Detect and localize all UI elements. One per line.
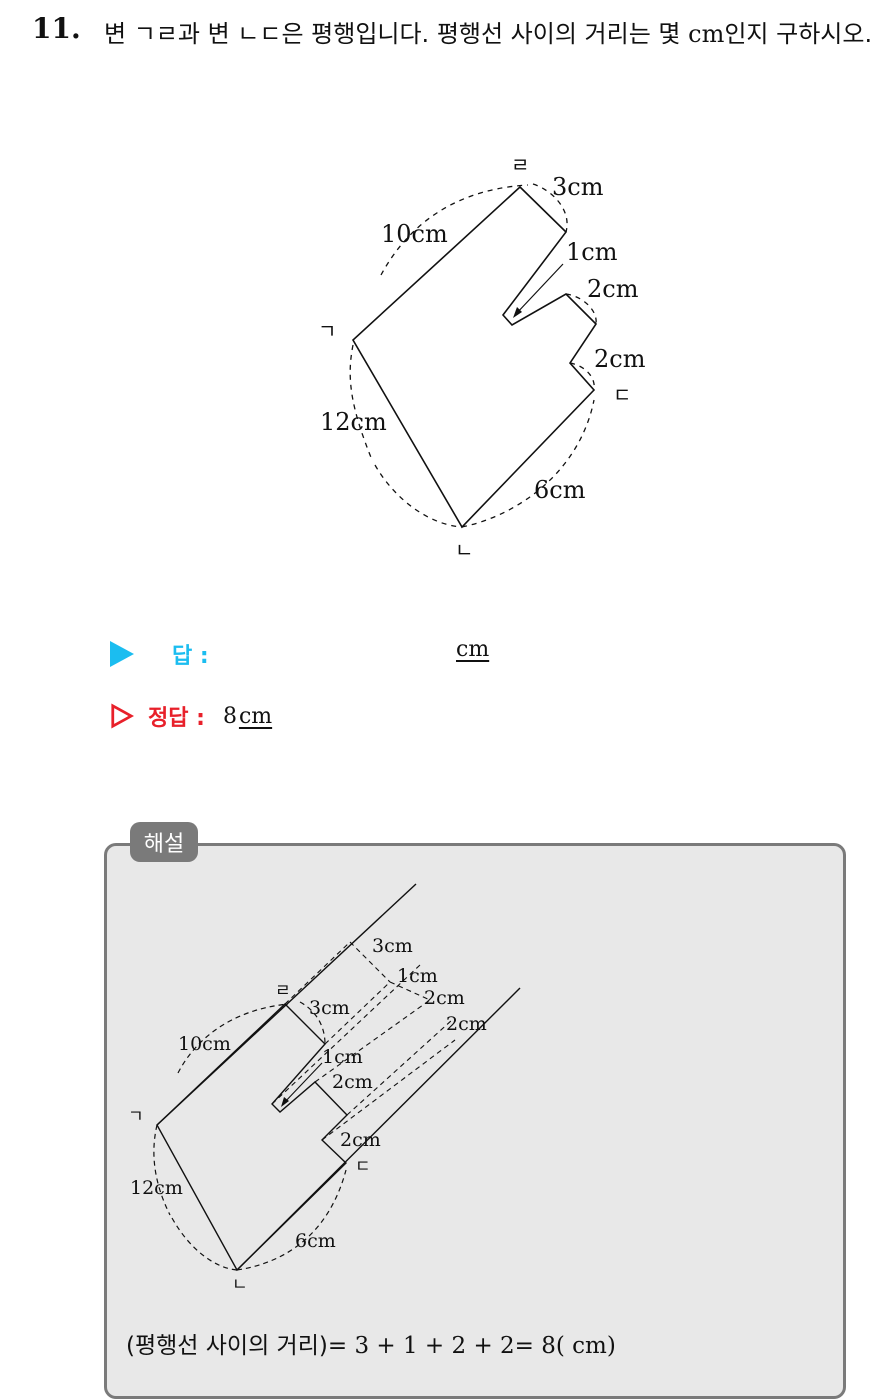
solution-equation: (평행선 사이의 거리)= 3 + 1 + 2 + 2= 8( cm): [126, 1326, 616, 1360]
measure-12cm: 12cm: [320, 408, 387, 436]
correct-value: 8cm: [223, 704, 272, 729]
arc-2cm-upper: [565, 293, 597, 325]
measure-10cm: 10cm: [381, 220, 448, 248]
solution-equation-korean: (평행선 사이의 거리): [126, 1333, 328, 1359]
arc-bottom: [374, 464, 463, 528]
arc-12cm: [349, 344, 373, 461]
arc-6cm: [461, 399, 595, 528]
label-digeut: ㄷ: [613, 383, 631, 407]
question-text-part1: 변 ㄱㄹ과 변 ㄴㄷ은 평행입니다. 평행선 사이의 거리는 몇: [104, 20, 689, 48]
main-figure: ㄹ ㄱ ㄷ ㄴ 10cm 3cm 1cm 2cm 2cm 12cm 6cm: [318, 153, 646, 562]
solution-equation-math: = 3 + 1 + 2 + 2= 8( cm): [327, 1333, 616, 1359]
correct-row: 정답 : 8cm: [110, 700, 272, 732]
label-nieun: ㄴ: [455, 538, 473, 562]
polygon-outline: [351, 185, 598, 529]
measure-2cm-upper: 2cm: [587, 275, 639, 303]
arc-10cm: [380, 184, 529, 276]
arrow-1cm: [514, 263, 564, 316]
arc-3cm: [532, 183, 568, 233]
answer-row: 답 :: [110, 638, 209, 670]
question-text: 변 ㄱㄹ과 변 ㄴㄷ은 평행입니다. 평행선 사이의 거리는 몇 cm인지 구하…: [104, 14, 874, 54]
answer-unit: cm: [456, 637, 490, 662]
correct-number: 8: [222, 703, 237, 729]
measure-6cm: 6cm: [534, 476, 586, 504]
measure-1cm: 1cm: [566, 238, 618, 266]
answer-label: 답 :: [172, 644, 209, 669]
question-unit: cm: [688, 20, 725, 48]
label-giyeok: ㄱ: [318, 319, 336, 343]
arc-2cm-lower: [569, 362, 595, 391]
question-number: 11.: [32, 12, 81, 45]
correct-unit: cm: [238, 703, 273, 729]
correct-label: 정답 :: [148, 706, 205, 731]
solution-tag: 해설: [130, 822, 198, 862]
correct-arrow-icon: [111, 703, 134, 729]
measure-3cm: 3cm: [552, 173, 604, 201]
label-rieul: ㄹ: [511, 153, 529, 177]
solution-box: [104, 843, 846, 1399]
arrowhead-1cm: [513, 307, 522, 318]
measure-2cm-lower: 2cm: [594, 345, 646, 373]
question-text-part2: 인지 구하시오.: [724, 20, 873, 48]
answer-arrow-icon: [110, 641, 134, 667]
